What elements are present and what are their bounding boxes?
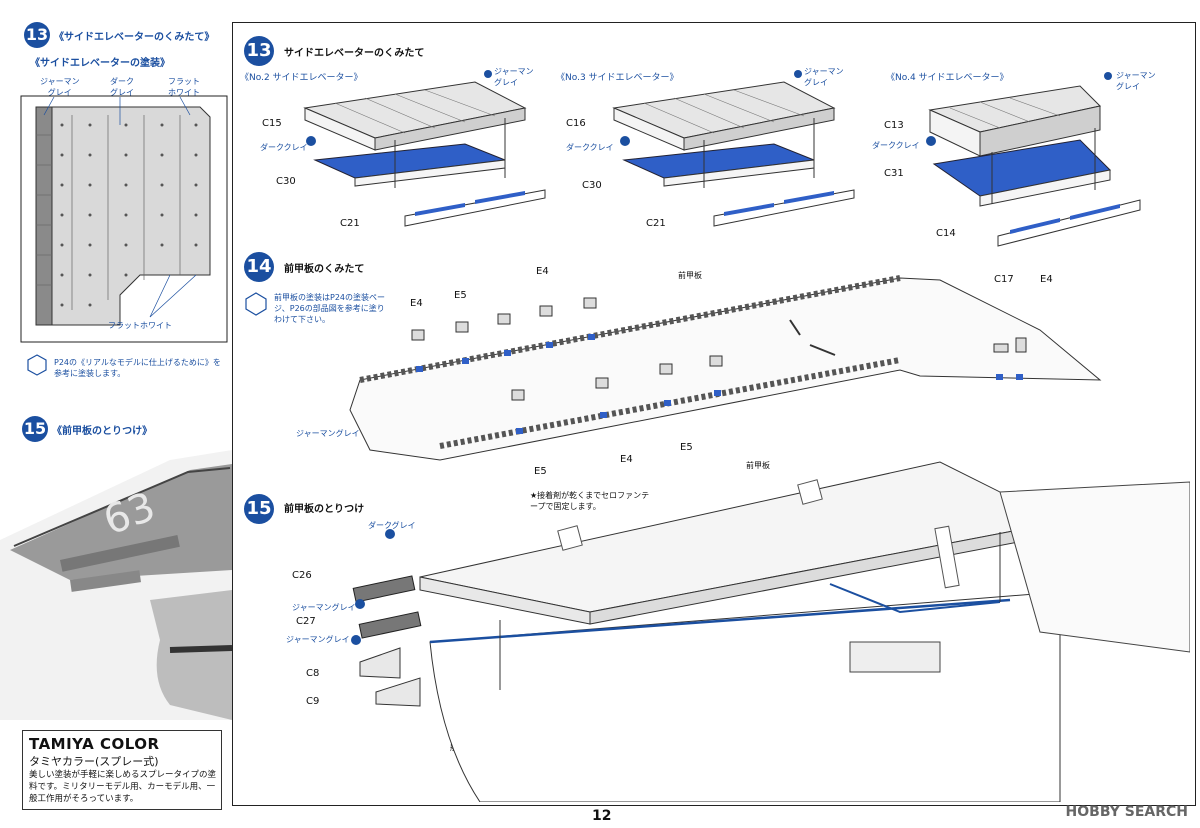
step-13-title: サイドエレベーターのくみたて	[284, 48, 425, 59]
elevator-group-1-bottom-part: C21	[340, 218, 360, 229]
step-15-dark-grey: ダークグレイ	[368, 521, 416, 530]
elevator-group-3-paint: ジャーマン グレイ	[1116, 71, 1156, 91]
step-15-title-left: 《前甲板のとりつけ》	[52, 426, 153, 437]
tamiya-subtitle: タミヤカラー(スプレー式)	[29, 755, 159, 768]
label-flat-white-bottom: フラットホワイト	[108, 321, 172, 330]
elevator-group-3-diagram	[928, 85, 1141, 247]
elevator-group-2-top-part: C16	[566, 118, 586, 129]
tamiya-brand: TAMIYA COLOR	[29, 735, 160, 753]
step-14-part-e5-a: E5	[454, 290, 467, 301]
elevator-group-2-title: 《No.3 サイドエレベーター》	[556, 73, 679, 83]
watermark-text: HOBBY SEARCH	[1065, 804, 1188, 820]
tamiya-color-box: TAMIYA COLOR タミヤカラー(スプレー式) 美しい塗装が手軽に楽しめる…	[22, 730, 222, 810]
step-15-tape-note: ★接着剤が乾くまでセロファンテープで固定します。	[530, 491, 650, 511]
label-german-grey-left: ジャーマン グレイ	[40, 77, 80, 97]
dark-grey-dot-1	[306, 136, 316, 146]
reference-hexagon-icon	[27, 354, 47, 376]
step-14-part-e5-b: E5	[534, 466, 547, 477]
elevator-paint-diagram	[20, 95, 228, 343]
step-13-title-left: 《サイドエレベーターのくみたて》	[54, 32, 215, 43]
reference-note-left: P24の《リアルなモデルに仕上げるために》を参考に塗装します。	[54, 358, 221, 378]
step-15-part-c9: C9	[306, 696, 320, 707]
step-14-part-c17: C17	[994, 274, 1014, 285]
step-14-note: 前甲板の塗装はP24の塗装ページ、P26の部品図を参考に塗りわけて下さい。	[274, 293, 386, 324]
dark-grey-dot-2	[620, 136, 630, 146]
elevator-group-2-bottom-part: C21	[646, 218, 666, 229]
step-14-part-e4-b: E4	[536, 266, 549, 277]
elevator-group-1-paint: ジャーマン グレイ	[494, 67, 534, 87]
elevator-group-3-title: 《No.4 サイドエレベーター》	[886, 73, 1009, 83]
step-14-number: 14	[244, 252, 274, 282]
page-number: 12	[592, 808, 612, 824]
step-15-title: 前甲板のとりつけ	[284, 504, 365, 515]
elevator-group-1-middle-part: C30	[276, 176, 296, 187]
elevator-group-3-top-part: C13	[884, 120, 904, 131]
deck-attach-diagram	[351, 461, 1190, 802]
step-14-title: 前甲板のくみたて	[284, 264, 365, 275]
german-grey-dot-3	[1104, 72, 1112, 80]
step-15-deck-label: 前甲板	[746, 461, 770, 470]
german-grey-dot-2	[794, 70, 802, 78]
finished-deck-photo: 63	[0, 450, 232, 720]
elevator-group-2-middle-part: C30	[582, 180, 602, 191]
step-15-number-left: 15	[22, 416, 48, 442]
elevator-group-2-paint: ジャーマン グレイ	[804, 67, 844, 87]
label-dark-grey-left: ダーク グレイ	[110, 77, 134, 97]
step-15-part-c8: C8	[306, 668, 320, 679]
elevator-group-1-top-part: C15	[262, 118, 282, 129]
step-14-deck-label: 前甲板	[678, 271, 702, 280]
forward-deck-diagram	[349, 275, 1102, 461]
elevator-group-3-bottom-part: C14	[936, 228, 956, 239]
elevator-group-1-title: 《No.2 サイドエレベーター》	[240, 73, 363, 83]
step-14-hexagon-icon	[245, 292, 267, 316]
dark-grey-dot-3	[926, 136, 936, 146]
step-15-german-grey-b: ジャーマングレイ	[286, 635, 350, 644]
step-15-part-c26: C26	[292, 570, 312, 581]
step-13-number-left: 13	[24, 22, 50, 48]
elevator-group-1-dark: ダーククレイ	[260, 143, 308, 152]
paint-title-left: 《サイドエレベーターの塗装》	[30, 58, 170, 69]
elevator-group-2-dark: ダーククレイ	[566, 143, 614, 152]
step-15-german-grey-a: ジャーマングレイ	[292, 603, 356, 612]
step-14-part-e4-d: E4	[620, 454, 633, 465]
elevator-group-2-diagram	[612, 81, 855, 227]
elevator-group-3-middle-part: C31	[884, 168, 904, 179]
german-grey-dot-1	[484, 70, 492, 78]
elevator-group-1-diagram	[303, 81, 546, 227]
main-instruction-frame	[232, 22, 1196, 806]
step-15-part-c27: C27	[296, 616, 316, 627]
step-15-number: 15	[244, 494, 274, 524]
label-flat-white-left: フラット ホワイト	[168, 77, 200, 97]
step-14-part-e5-c: E5	[680, 442, 693, 453]
step-14-german-grey: ジャーマングレイ	[296, 429, 360, 438]
step-14-part-e4-a: E4	[410, 298, 423, 309]
step-14-part-e4-c: E4	[1040, 274, 1053, 285]
elevator-group-3-dark: ダーククレイ	[872, 141, 920, 150]
step-13-number: 13	[244, 36, 274, 66]
tamiya-body: 美しい塗装が手軽に楽しめるスプレータイプの塗料です。ミリタリーモデル用、カーモデ…	[29, 770, 217, 804]
